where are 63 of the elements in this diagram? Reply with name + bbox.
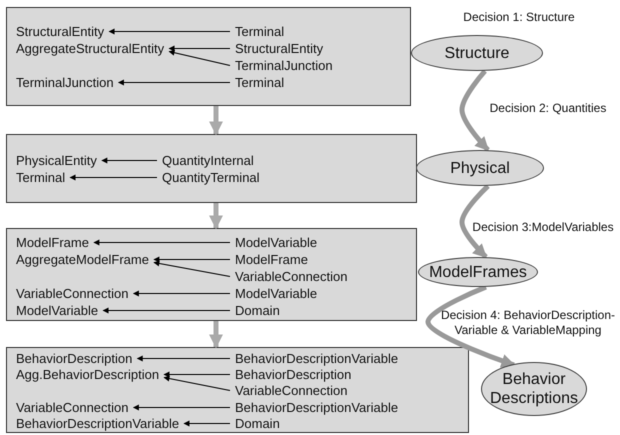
- class-name: ModelVariable: [235, 286, 318, 301]
- arrow: [183, 420, 230, 426]
- class-name: ModelFrame: [16, 235, 89, 250]
- arrow: [70, 174, 158, 180]
- arrow: [153, 260, 230, 277]
- class-name: VariableConnection: [235, 269, 348, 284]
- class-group-box: [6, 134, 417, 203]
- flow-arrow: [460, 184, 490, 259]
- class-name: QuantityInternal: [162, 153, 254, 168]
- decision-ellipse: Physical: [416, 150, 544, 186]
- class-name: TerminalJunction: [235, 58, 333, 73]
- class-name: TerminalJunction: [16, 75, 114, 90]
- arrow: [132, 290, 230, 296]
- decision-label: Decision 1: Structure: [462, 10, 576, 25]
- arrow: [102, 308, 230, 314]
- class-name: VariableConnection: [16, 400, 128, 415]
- class-name: StructuralEntity: [235, 41, 324, 56]
- arrow: [132, 404, 230, 410]
- arrow: [136, 356, 230, 362]
- flow-arrow: [460, 69, 490, 152]
- arrow: [153, 256, 230, 262]
- class-name: VariableConnection: [235, 383, 348, 398]
- class-name: AggregateStructuralEntity: [16, 41, 164, 56]
- class-name: BehaviorDescription: [16, 351, 132, 366]
- decision-label: Decision 4: BehaviorDescription- Variable & VariableMapping: [440, 308, 616, 338]
- class-name: BehaviorDescription: [235, 367, 352, 382]
- decision-ellipse: Behavior Descriptions: [481, 362, 587, 416]
- class-name: Agg.BehaviorDescription: [16, 367, 160, 382]
- class-name: Terminal: [235, 75, 284, 90]
- class-name: VariableConnection: [16, 286, 128, 301]
- class-group-box: [6, 228, 417, 321]
- class-name: AggregateModelFrame: [16, 252, 149, 267]
- class-name: ModelFrame: [235, 252, 308, 267]
- class-name: Domain: [235, 303, 280, 318]
- arrow: [168, 50, 230, 66]
- class-name: Domain: [235, 416, 280, 431]
- decision-ellipse: Structure: [411, 35, 543, 71]
- class-name: StructuralEntity: [16, 24, 104, 39]
- arrow: [164, 376, 230, 391]
- class-name: PhysicalEntity: [16, 153, 97, 168]
- class-name: BehaviorDescriptionVariable: [235, 400, 398, 415]
- class-group-box: [6, 7, 411, 106]
- flow-arrow: [426, 284, 516, 368]
- arrow: [101, 158, 158, 164]
- arrow: [108, 28, 230, 34]
- decision-label: Decision 2: Quantities: [488, 101, 608, 116]
- class-name: ModelVariable: [235, 235, 318, 250]
- class-name: ModelVariable: [16, 303, 98, 318]
- class-name: Terminal: [16, 170, 66, 185]
- arrow: [118, 80, 230, 86]
- flow-arrow: [209, 106, 223, 136]
- flow-arrow: [209, 321, 223, 348]
- class-name: BehaviorDescriptionVariable: [16, 416, 180, 431]
- class-group-box: [6, 347, 469, 433]
- decision-label: Decision 3:ModelVariables: [471, 220, 615, 235]
- arrow: [163, 372, 230, 378]
- arrow: [168, 46, 230, 52]
- class-name: Terminal: [235, 24, 284, 39]
- decision-ellipse: ModelFrames: [418, 257, 538, 287]
- class-name: BehaviorDescriptionVariable: [235, 351, 398, 366]
- flow-arrow: [209, 203, 223, 230]
- class-name: QuantityTerminal: [162, 170, 260, 185]
- arrow: [93, 240, 230, 246]
